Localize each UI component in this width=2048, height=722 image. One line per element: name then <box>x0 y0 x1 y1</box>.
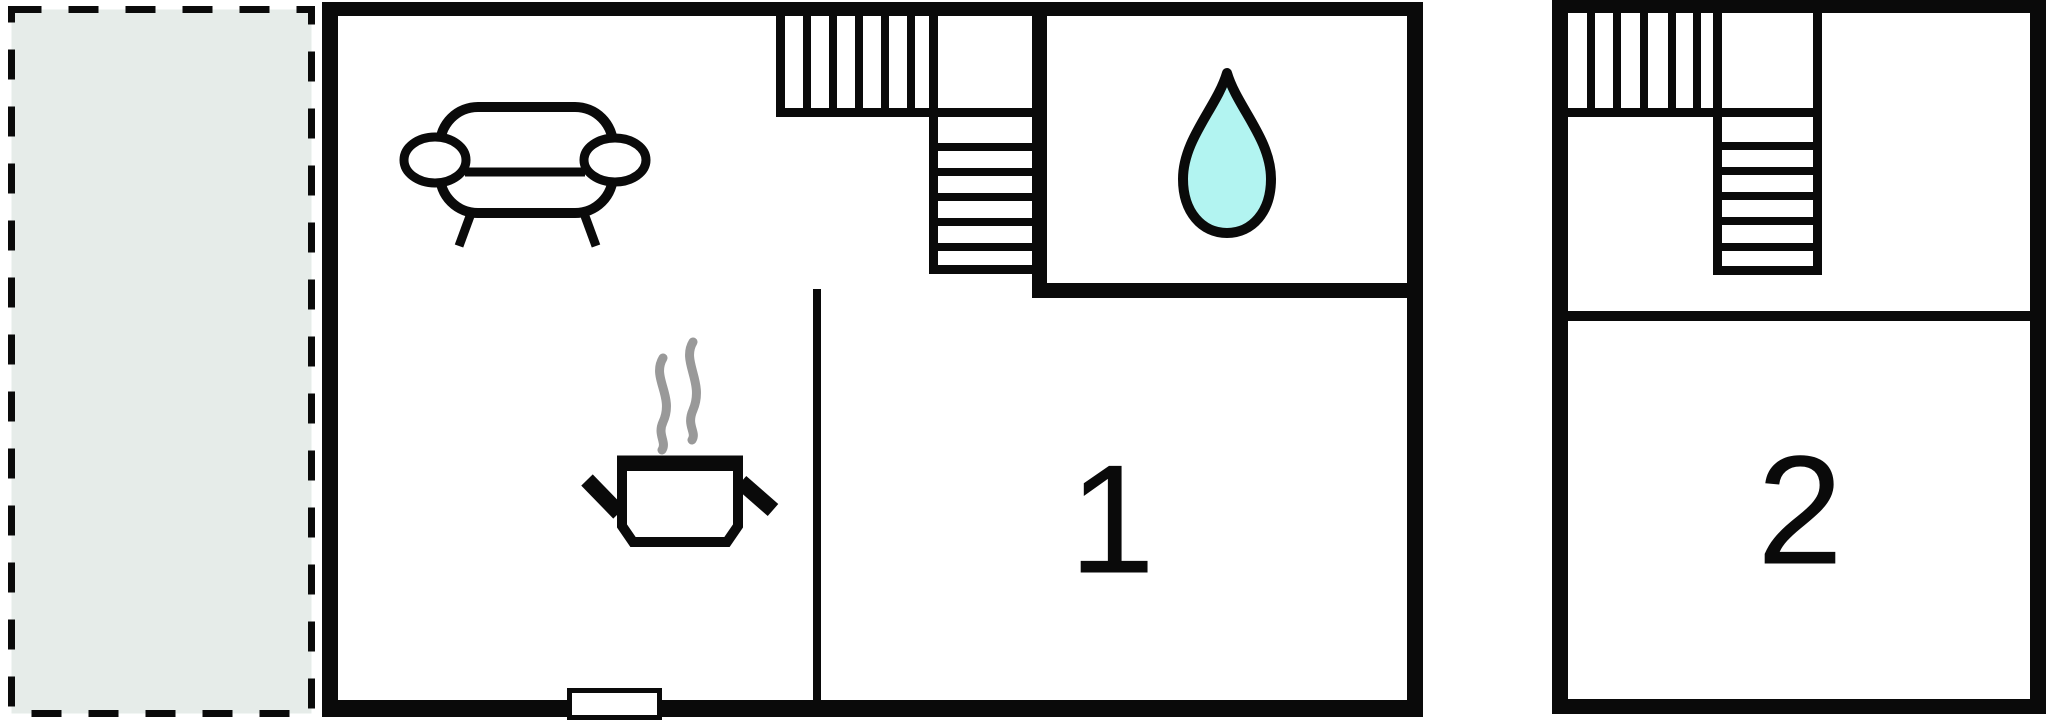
stair-tread <box>938 143 1032 151</box>
stair-tread <box>1722 192 1813 200</box>
annex-wall-bottom <box>1552 699 2046 714</box>
stair-tread <box>938 243 1032 251</box>
terrace-dashed-area <box>8 6 315 717</box>
stairs-box-bottom-edge <box>776 108 1032 117</box>
pot-handle <box>735 475 779 517</box>
stair-tread <box>1587 13 1595 108</box>
sofa-icon <box>399 102 651 248</box>
sofa-armrest <box>399 132 471 188</box>
stair-tread <box>1722 243 1813 251</box>
main-wall-right <box>1407 2 1423 717</box>
stair-tread <box>881 14 889 108</box>
main-wall-left <box>322 2 338 717</box>
water-drop-shape <box>1178 68 1276 238</box>
stair-tread <box>1613 13 1621 108</box>
stair-tread <box>1640 13 1648 108</box>
main-wall-bottom <box>322 700 1423 717</box>
stairs-run-bottom-edge <box>929 265 1032 274</box>
cooking-pot-icon <box>581 337 779 547</box>
bathroom-wall-left <box>1032 14 1047 298</box>
stairs-box-bottom-edge <box>1568 108 1822 117</box>
stair-tread <box>803 14 811 108</box>
stair-tread <box>938 168 1032 176</box>
stair-tread <box>1668 13 1676 108</box>
stair-tread <box>1722 167 1813 175</box>
stairs-divider-edge <box>929 14 938 274</box>
steam-icon <box>685 337 701 445</box>
stair-tread <box>1722 217 1813 225</box>
stair-tread <box>938 218 1032 226</box>
pot-body <box>617 461 743 547</box>
door-marker <box>567 688 662 720</box>
annex-wall-top <box>1552 0 2046 13</box>
steam-icon <box>655 353 671 455</box>
room-1-label: 1 <box>1069 442 1155 597</box>
water-drop-icon <box>1178 68 1276 238</box>
bathroom-wall-bottom <box>1032 283 1407 298</box>
stairs-divider-edge <box>1713 13 1722 275</box>
annex-wall-left <box>1552 0 1568 714</box>
stairs-right-edge <box>1813 13 1822 275</box>
pot-handle <box>581 474 625 519</box>
stair-tread <box>907 14 915 108</box>
main-wall-top <box>322 2 1423 16</box>
terrace-outline <box>8 6 315 717</box>
stair-tread <box>938 193 1032 201</box>
stair-tread <box>1693 13 1701 108</box>
stairs-box-left-edge <box>776 14 785 112</box>
room-2-number: 2 <box>1756 423 1844 597</box>
stair-tread <box>1722 142 1813 150</box>
stair-tread <box>829 14 837 108</box>
room-2-label: 2 <box>1757 433 1843 588</box>
room-1-number: 1 <box>1068 432 1156 606</box>
partition-wall <box>813 289 821 700</box>
stairs-run-bottom-edge <box>1713 266 1822 275</box>
stair-tread <box>855 14 863 108</box>
sofa-armrest <box>579 133 651 187</box>
annex-wall-right <box>2030 0 2046 714</box>
annex-separator-wall <box>1552 311 2046 321</box>
